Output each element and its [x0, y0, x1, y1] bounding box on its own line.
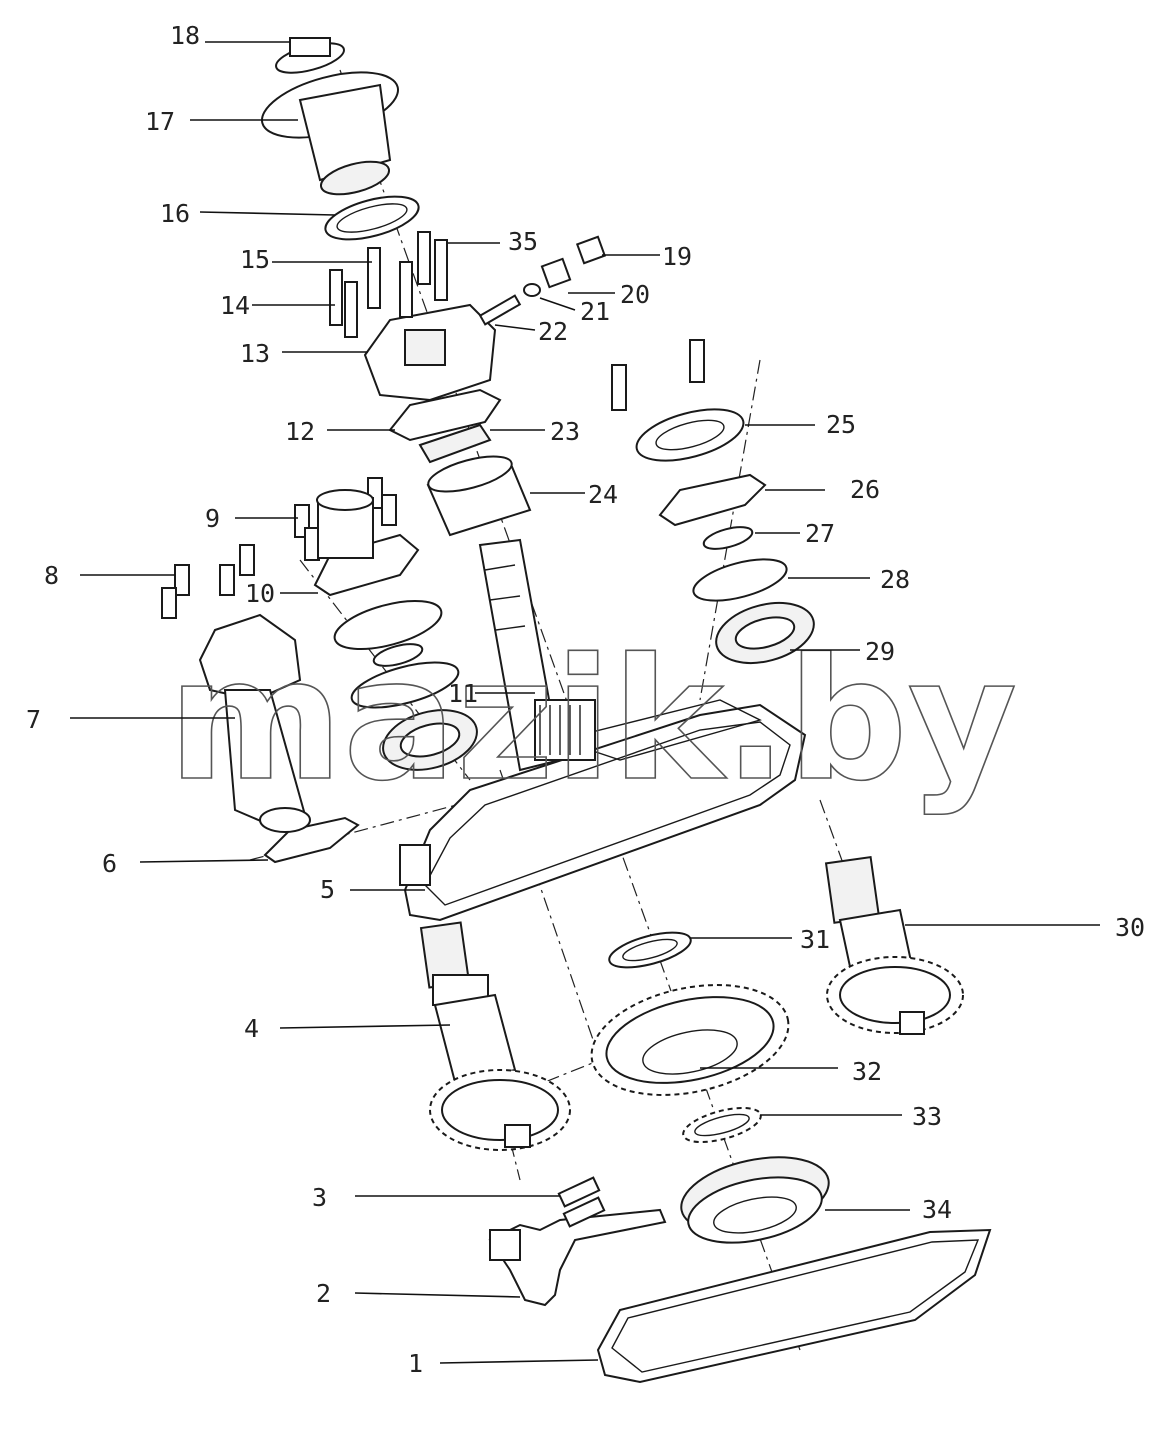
callout-16: 16 [160, 199, 190, 228]
part-10-bearing-cap [313, 489, 420, 597]
part-31-washer [608, 931, 692, 969]
part-24-bearing [426, 455, 532, 537]
callout-35: 35 [508, 227, 538, 256]
part-28-ring [692, 558, 788, 602]
callout-15: 15 [240, 245, 270, 274]
callout-24: 24 [588, 480, 618, 509]
part-29-bearing [715, 602, 815, 664]
callout-4: 4 [244, 1014, 259, 1043]
callout-6: 6 [102, 849, 117, 878]
part-33-ring [682, 1106, 762, 1144]
callout-9: 9 [205, 504, 220, 533]
part-26-gasket [658, 473, 767, 527]
part-16-seal [324, 195, 420, 241]
callout-25: 25 [826, 410, 856, 439]
callout-10: 10 [245, 579, 275, 608]
callout-22: 22 [538, 317, 568, 346]
callout-5: 5 [320, 875, 335, 904]
left-axis-line [299, 559, 471, 781]
part-2-shift-fork [488, 1208, 667, 1307]
callout-21: 21 [580, 297, 610, 326]
callout-17: 17 [145, 107, 175, 136]
callout-19: 19 [662, 242, 692, 271]
shaft4-axis-line [499, 769, 601, 1181]
part-5-housing [399, 699, 807, 922]
part-7-shift-housing [198, 613, 311, 833]
callout-14: 14 [220, 291, 250, 320]
part-18-nut [275, 37, 345, 74]
part-3-bolts [557, 1176, 606, 1228]
callout-28: 28 [880, 565, 910, 594]
part-32-large-gear [590, 984, 790, 1096]
part-12-gasket [388, 388, 502, 442]
part-25-bolts [611, 339, 705, 411]
part-11-main-shaft [478, 538, 596, 772]
callout-3: 3 [312, 1183, 327, 1212]
callout-18: 18 [170, 21, 200, 50]
part-8-bolts [161, 544, 255, 619]
part-14-15-35-bolts [329, 231, 448, 338]
callout-32: 32 [852, 1057, 882, 1086]
part-9-bolts [294, 477, 397, 561]
part-13-housing [363, 303, 497, 402]
callout-20: 20 [620, 280, 650, 309]
callout-11: 11 [448, 679, 478, 708]
callout-34: 34 [922, 1195, 952, 1224]
callout-2: 2 [316, 1279, 331, 1308]
cover6-axis-line [249, 779, 551, 861]
part-23-bearing [418, 423, 492, 464]
callout-leaders [70, 41, 1100, 1364]
callout-29: 29 [865, 637, 895, 666]
part-4-gear-shaft [419, 921, 571, 1151]
callout-31: 31 [800, 925, 830, 954]
part-25-cover [635, 408, 745, 462]
callout-labels: 1 2 3 4 5 6 7 8 9 10 11 12 13 14 15 16 1… [26, 21, 1145, 1378]
part-34-clutch-hub [680, 1156, 830, 1244]
callout-1: 1 [408, 1349, 423, 1378]
part-30-gear-shaft [824, 855, 964, 1035]
part-1-gasket [596, 1228, 992, 1384]
watermark: mazik.by [168, 622, 1017, 818]
callout-7: 7 [26, 705, 41, 734]
callout-27: 27 [805, 519, 835, 548]
callout-13: 13 [240, 339, 270, 368]
callout-30: 30 [1115, 913, 1145, 942]
part-17-flange [260, 71, 400, 196]
part-19-22-plugs [478, 235, 607, 326]
callout-23: 23 [550, 417, 580, 446]
callout-33: 33 [912, 1102, 942, 1131]
callout-12: 12 [285, 417, 315, 446]
part-27-snap-ring [702, 526, 754, 550]
callout-26: 26 [850, 475, 880, 504]
left-rings [333, 600, 478, 771]
callout-8: 8 [44, 561, 59, 590]
